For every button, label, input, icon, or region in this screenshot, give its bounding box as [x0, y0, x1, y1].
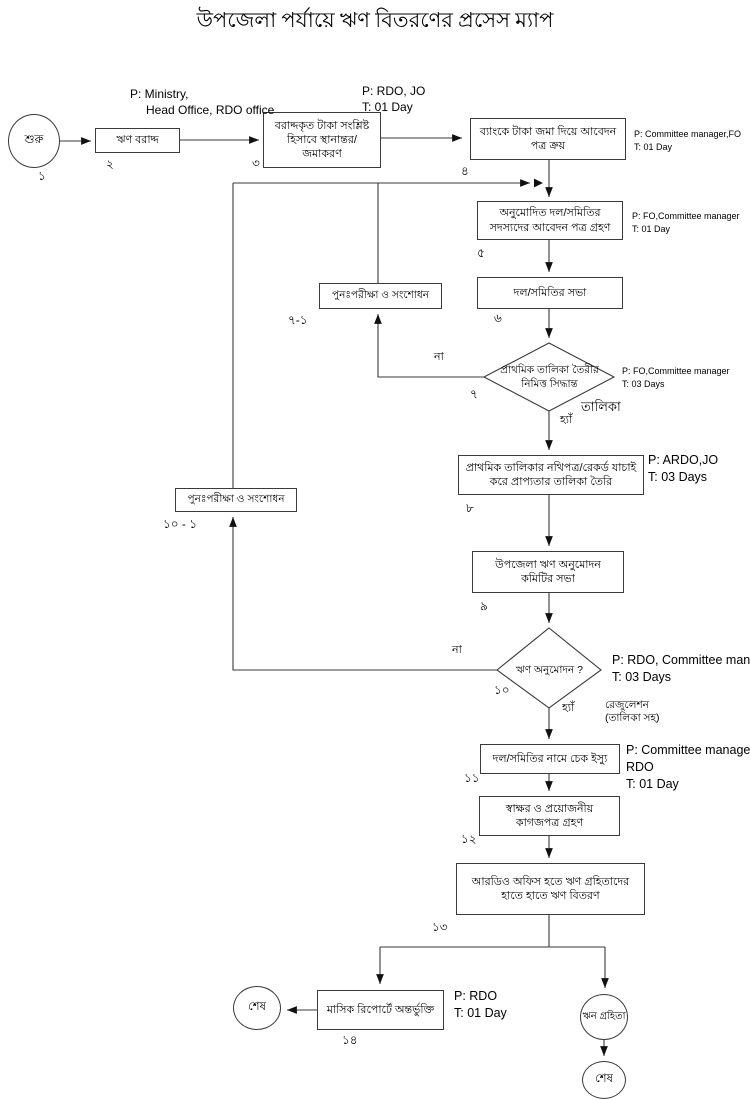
- annotation-verify: P: ARDO,JO T: 03 Days: [648, 452, 718, 486]
- borrower-terminator: ঋন গ্রহিতা: [580, 994, 628, 1040]
- step-bank-deposit: ব্যাংকে টাকা জমা দিয়ে আবেদন পত্র ক্রয়: [470, 118, 626, 160]
- step-monthly-report-label: মাসিক রিপোর্টে অন্তর্ভুক্তি: [326, 1003, 435, 1016]
- annotation-loan-approval-line2: T: 03 Days: [612, 669, 672, 684]
- end-left-label: শেষ: [248, 1001, 266, 1014]
- step-loan-allocation: ঋণ বরাদ্দ: [95, 128, 180, 153]
- annotation-cheque-issue-line3: T: 01 Day: [626, 776, 679, 791]
- branch-list-7: তালিকা: [581, 399, 621, 414]
- step-num-10: ১০: [494, 683, 510, 697]
- page-title: উপজেলা পর্যায়ে ঋণ বিতরণের প্রসেস ম্যাপ: [196, 8, 554, 32]
- step-num-14: ১৪: [342, 1033, 358, 1047]
- step-signature-documents-label: স্বাক্ষর ও প্রয়োজনীয় কাগজপত্র গ্রহণ: [505, 802, 594, 829]
- step-num-1: ১: [38, 169, 46, 183]
- borrower-label: ঋন গ্রহিতা: [582, 1011, 626, 1023]
- annotation-bank-deposit-line2: T: 01 Day: [634, 142, 673, 153]
- step-fund-transfer-label: বরাদ্দকৃত টাকা সংশ্লিষ্ট হিসাবে স্থানান্…: [274, 119, 370, 161]
- branch-resolution-10: রেজুলেশন (তালিকা সহ): [605, 699, 660, 725]
- step-num-2: ২: [106, 157, 114, 171]
- annotation-bank-deposit-line1: P: Committee manager,FO: [634, 129, 742, 139]
- decision-primary-list: প্রাথমিক তালিকা তৈরীর নিমিত্ত সিদ্ধান্ত: [491, 356, 608, 398]
- annotation-verify-line2: T: 03 Days: [648, 469, 708, 484]
- decision-loan-approval: ঋণ অনুমোদন ?: [500, 656, 599, 684]
- annotation-allocation: P: Ministry, Head Office, RDO office: [130, 86, 274, 118]
- step-num-3: ৩: [252, 156, 260, 170]
- branch-resolution-line1: রেজুলেশন: [605, 699, 649, 711]
- annotation-monthly-report: P: RDO T: 01 Day: [454, 988, 507, 1022]
- annotation-loan-approval-line1: P: RDO, Committee manager,: [612, 653, 750, 667]
- step-num-7-1: ৭-১: [288, 313, 308, 327]
- annotation-transfer-line1: P: RDO, JO: [362, 84, 426, 98]
- branch-yes-7: হ্যাঁ: [560, 414, 573, 426]
- branch-resolution-line2: (তালিকা সহ): [605, 712, 660, 725]
- step-cheque-issue-label: দল/সমিতির নামে চেক ইস্যু: [492, 752, 608, 765]
- annotation-transfer: P: RDO, JO T: 01 Day: [362, 83, 425, 115]
- end-bottom-label: শেষ: [595, 1073, 613, 1086]
- step-verify-records-label: প্রাথমিক তালিকার নথিপত্র/রেকর্ড যাচাই কর…: [465, 461, 637, 488]
- step-recheck-revision-2-label: পুনঃপরীক্ষা ও সংশোধন: [187, 493, 285, 506]
- annotation-monthly-report-line2: T: 01 Day: [454, 1005, 507, 1020]
- step-num-4: ৪: [461, 164, 469, 178]
- annotation-primary-list-line2: T: 03 Days: [622, 379, 665, 390]
- step-num-8: ৮: [466, 501, 474, 515]
- annotation-verify-line1: P: ARDO,JO: [648, 453, 719, 467]
- step-group-meeting-label: দল/সমিতির সভা: [513, 286, 587, 299]
- step-num-11: ১১: [464, 771, 480, 785]
- step-num-9: ৯: [480, 599, 488, 613]
- end-terminator-left: শেষ: [233, 986, 281, 1030]
- step-num-5: ৫: [477, 246, 485, 260]
- step-receive-applications: অনুমোদিত দল/সমিতির সদস্যদের আবেদন পত্র গ…: [477, 201, 623, 240]
- step-num-12: ১২: [461, 832, 477, 846]
- step-bank-deposit-label: ব্যাংকে টাকা জমা দিয়ে আবেদন পত্র ক্রয়: [479, 125, 617, 152]
- step-recheck-revision-1: পুনঃপরীক্ষা ও সংশোধন: [319, 283, 442, 309]
- step-num-10-1: ১০ - ১: [163, 517, 198, 531]
- branch-yes-10: হ্যাঁ: [562, 702, 575, 714]
- decision-loan-approval-label: ঋণ অনুমোদন ?: [516, 663, 583, 676]
- step-recheck-revision-1-label: পুনঃপরীক্ষা ও সংশোধন: [331, 289, 430, 302]
- annotation-primary-list: P: FO,Committee manager T: 03 Days: [622, 365, 730, 391]
- start-terminator: শুরু: [8, 114, 60, 168]
- end-terminator-bottom: শেষ: [582, 1061, 626, 1099]
- step-num-6: ৬: [494, 311, 502, 325]
- step-num-7: ৭: [470, 387, 478, 401]
- step-cheque-issue: দল/সমিতির নামে চেক ইস্যু: [480, 744, 620, 774]
- annotation-receive-applications-line1: P: FO,Committee manager: [632, 211, 740, 221]
- annotation-receive-applications-line2: T: 01 Day: [632, 224, 671, 235]
- step-group-meeting: দল/সমিতির সভা: [477, 277, 623, 309]
- step-verify-records: প্রাথমিক তালিকার নথিপত্র/রেকর্ড যাচাই কর…: [458, 455, 644, 495]
- annotation-monthly-report-line1: P: RDO: [454, 989, 498, 1003]
- annotation-primary-list-line1: P: FO,Committee manager: [622, 366, 730, 376]
- start-label: শুরু: [24, 134, 44, 147]
- annotation-allocation-line1: P: Ministry,: [130, 87, 189, 101]
- step-num-13: ১৩: [432, 920, 448, 934]
- step-signature-documents: স্বাক্ষর ও প্রয়োজনীয় কাগজপত্র গ্রহণ: [479, 796, 620, 836]
- flow-lines: [60, 134, 609, 1056]
- annotation-allocation-line2: Head Office, RDO office: [146, 103, 275, 118]
- annotation-cheque-issue-line2: RDO: [626, 759, 654, 774]
- step-approval-committee-meeting: উপজেলা ঋণ অনুমোদন কমিটির সভা: [472, 551, 624, 593]
- step-monthly-report: মাসিক রিপোর্টে অন্তর্ভুক্তি: [317, 990, 444, 1030]
- step-loan-disbursement-label: আরডিও অফিস হতে ঋণ গ্রহিতাদের হাতে হাতে ঋ…: [471, 875, 630, 902]
- step-fund-transfer: বরাদ্দকৃত টাকা সংশ্লিষ্ট হিসাবে স্থানান্…: [263, 112, 381, 168]
- annotation-bank-deposit: P: Committee manager,FO T: 01 Day: [634, 128, 741, 154]
- annotation-cheque-issue-line1: P: Committee manager,: [626, 743, 750, 757]
- branch-no-7: না: [434, 351, 444, 363]
- annotation-transfer-line2: T: 01 Day: [362, 100, 413, 115]
- decision-primary-list-label: প্রাথমিক তালিকা তৈরীর নিমিত্ত সিদ্ধান্ত: [500, 363, 599, 390]
- branch-no-10: না: [452, 644, 462, 656]
- annotation-receive-applications: P: FO,Committee manager T: 01 Day: [632, 210, 740, 236]
- annotation-loan-approval: P: RDO, Committee manager, T: 03 Days: [612, 652, 750, 686]
- step-loan-allocation-label: ঋণ বরাদ্দ: [116, 134, 159, 147]
- step-approval-committee-meeting-label: উপজেলা ঋণ অনুমোদন কমিটির সভা: [495, 558, 601, 585]
- annotation-cheque-issue: P: Committee manager, RDO T: 01 Day: [626, 742, 750, 793]
- step-recheck-revision-2: পুনঃপরীক্ষা ও সংশোধন: [175, 488, 297, 512]
- step-loan-disbursement: আরডিও অফিস হতে ঋণ গ্রহিতাদের হাতে হাতে ঋ…: [456, 863, 645, 915]
- step-receive-applications-label: অনুমোদিত দল/সমিতির সদস্যদের আবেদন পত্র গ…: [489, 207, 611, 234]
